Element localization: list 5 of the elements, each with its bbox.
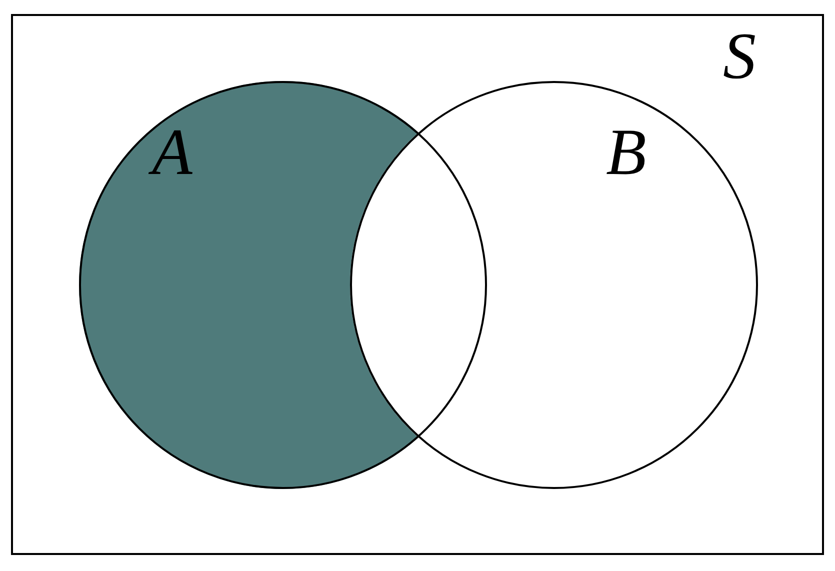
set-label: S (723, 24, 756, 90)
set-label: B (606, 120, 646, 186)
universe-rectangle (11, 14, 824, 555)
set-circle (350, 81, 758, 489)
set-circle (79, 81, 487, 489)
